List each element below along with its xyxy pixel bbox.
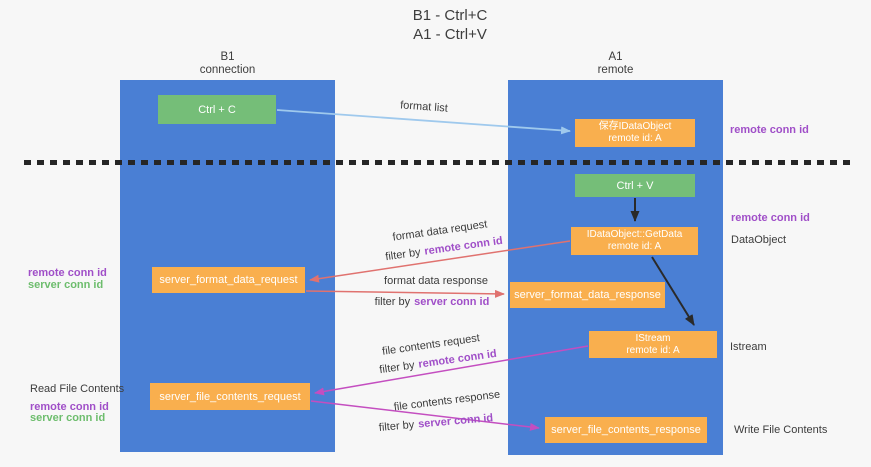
arrow-format-data-response	[305, 289, 505, 298]
filter-by-text: filter by	[374, 296, 411, 308]
filter-by-text: filter by	[378, 359, 416, 377]
server-file-contents-request-label: server_file_contents_request	[159, 390, 301, 403]
node-ctrl-c: Ctrl + C	[158, 95, 276, 124]
annotation-server-conn-id-left-1: server conn id	[28, 278, 104, 291]
label-format-data-response: format data response	[384, 275, 488, 287]
annotation-remote-conn-id-left-2: remote conn id	[30, 400, 109, 413]
lifeline-a1-title: A1	[608, 51, 623, 63]
node-istream: IStream remote id: A	[589, 331, 717, 358]
title-line-1: B1 - Ctrl+C	[412, 7, 488, 24]
node-server-format-data-response: server_format_data_response	[510, 282, 665, 308]
annotation-write-file-contents: Write File Contents	[734, 424, 828, 436]
node-save-idataobject: 保存IDataObject remote id: A	[575, 119, 695, 147]
save-idataobject-line2: remote id: A	[608, 133, 662, 144]
istream-line2: remote id: A	[626, 344, 680, 356]
server-format-data-response-label: server_format_data_response	[514, 289, 661, 301]
session-divider-dashed-line	[24, 160, 852, 165]
label-format-list: format list	[399, 99, 449, 115]
annotation-read-file-contents-group: Read File Contents remote conn id server…	[30, 383, 125, 425]
annotation-remote-conn-id-top-right: remote conn id	[730, 124, 809, 136]
annotation-remote-conn-id-left-1: remote conn id	[28, 267, 107, 279]
getdata-line2: remote id: A	[607, 241, 662, 252]
ctrl-v-label: Ctrl + V	[616, 179, 654, 192]
annotation-remote-conn-id-mid-right: remote conn id	[731, 212, 810, 224]
lifeline-a1-subtitle: remote	[597, 63, 634, 76]
annotation-conn-ids-left-top: remote conn id server conn id	[28, 267, 107, 291]
server-file-contents-response-label: server_file_contents_response	[551, 424, 701, 436]
server-format-data-request-label: server_format_data_request	[159, 274, 298, 286]
node-ctrl-v: Ctrl + V	[575, 174, 695, 197]
annotation-read-file-contents: Read File Contents	[30, 383, 125, 395]
node-server-file-contents-response: server_file_contents_response	[545, 417, 707, 443]
server-conn-id-text: server conn id	[414, 296, 490, 308]
annotation-server-conn-id-left-2: server conn id	[30, 412, 106, 424]
filter-by-text: filter by	[384, 246, 422, 264]
getdata-line1: IDataObject::GetData	[586, 229, 683, 240]
lifeline-header-b1: B1 connection	[120, 51, 335, 76]
remote-conn-id-text: remote conn id	[423, 234, 504, 258]
node-server-file-contents-request: server_file_contents_request	[150, 383, 310, 410]
annotation-istream: Istream	[730, 341, 767, 353]
lifeline-header-a1: A1 remote	[508, 51, 723, 76]
filter-by-text: filter by	[378, 418, 415, 434]
node-idataobject-getdata: IDataObject::GetData remote id: A	[571, 227, 698, 255]
save-idataobject-line1: 保存IDataObject	[598, 121, 672, 132]
ctrl-c-label: Ctrl + C	[198, 103, 236, 116]
label-file-contents-response: file contents response	[393, 388, 501, 414]
lifeline-b1-subtitle: connection	[199, 63, 256, 76]
server-conn-id-text: server conn id	[417, 412, 494, 431]
page-title: B1 - Ctrl+C A1 - Ctrl+V	[340, 6, 560, 44]
istream-line1: IStream	[635, 332, 671, 344]
annotation-dataobject: DataObject	[731, 234, 787, 246]
node-server-format-data-request: server_format_data_request	[152, 267, 305, 293]
title-line-2: A1 - Ctrl+V	[413, 26, 487, 43]
lifeline-b1-title: B1	[220, 51, 235, 63]
